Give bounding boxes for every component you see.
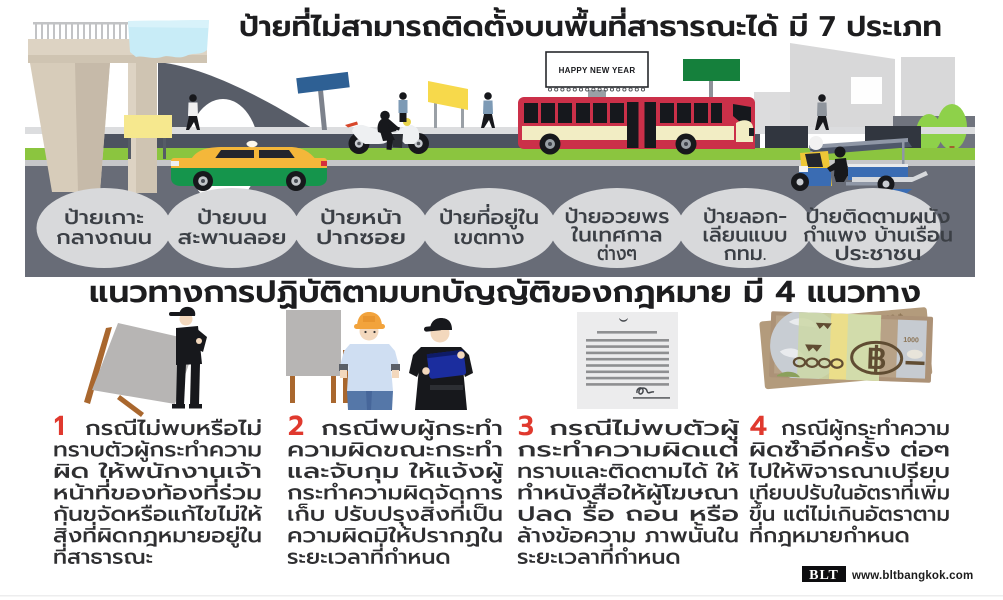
svg-text:www.bltbangkok.com: www.bltbangkok.com — [851, 570, 973, 582]
svg-text:BLT: BLT — [809, 568, 839, 583]
svg-text:HAPPY NEW YEAR: HAPPY NEW YEAR — [559, 66, 636, 75]
svg-text:1000: 1000 — [903, 337, 919, 345]
